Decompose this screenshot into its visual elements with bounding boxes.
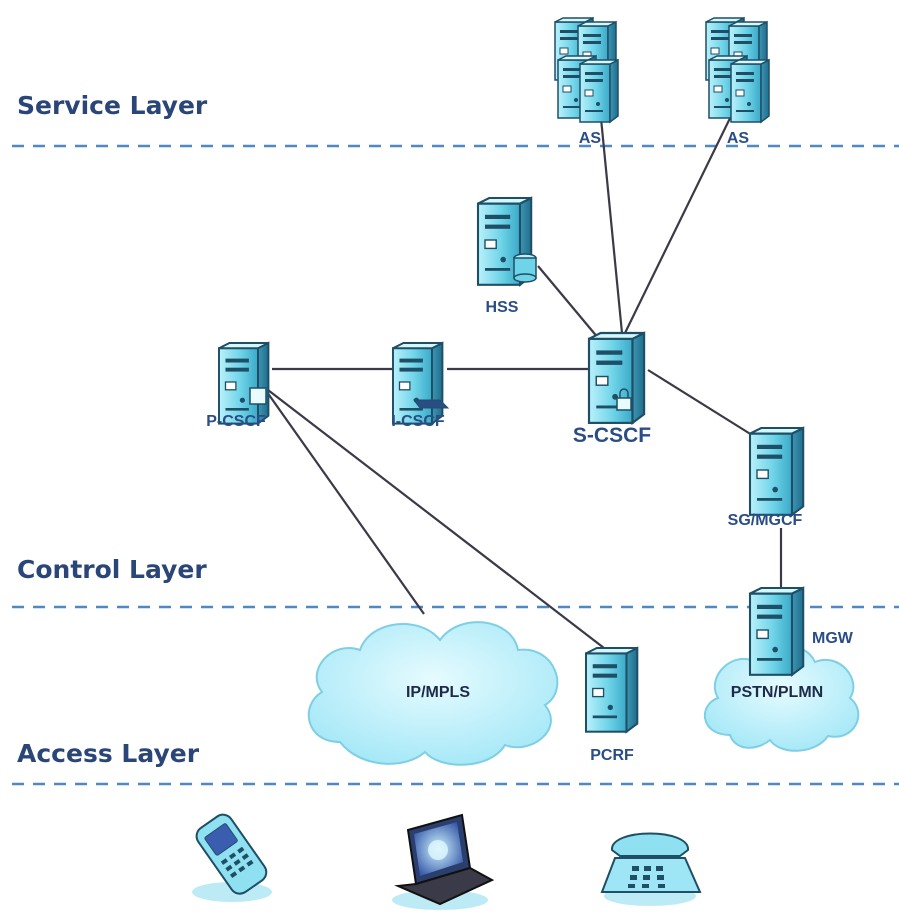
link-hss-scscf	[537, 265, 605, 346]
hss-label: HSS	[486, 299, 519, 316]
desk-telephone-icon	[600, 832, 702, 906]
link-scscf-sgmgcf	[647, 369, 761, 441]
service-layer-label: Service Layer	[17, 91, 208, 120]
server-icon	[218, 342, 270, 425]
laptop-icon	[392, 813, 495, 910]
as-server-2: AS	[705, 17, 770, 147]
link-as1-scscf	[598, 107, 624, 334]
hss-server: HSS	[476, 196, 537, 316]
server-icon	[392, 342, 450, 425]
connections	[261, 107, 783, 649]
mobile-phone-icon	[192, 813, 272, 902]
link-as2-scscf	[624, 107, 736, 334]
secure-server-icon	[587, 331, 646, 424]
i-cscf-server: I-CSCF	[391, 342, 450, 430]
s-cscf-label: S-CSCF	[573, 424, 651, 447]
i-cscf-label: I-CSCF	[391, 413, 445, 430]
server-icon	[584, 646, 639, 733]
as-label-2: AS	[727, 130, 750, 147]
sg-mgcf-server: SG/MGCF	[728, 426, 805, 529]
database-server-icon	[476, 196, 537, 286]
mgw-label: MGW	[812, 630, 854, 647]
sg-mgcf-label: SG/MGCF	[728, 512, 803, 529]
server-icon	[748, 426, 805, 516]
mgw-server: MGW	[748, 586, 854, 676]
link-pcscf-pcrf	[267, 389, 605, 649]
as-server-1: AS	[554, 17, 619, 147]
ipmpls-cloud: IP/MPLS	[307, 621, 559, 766]
pcrf-server: PCRF	[584, 646, 639, 764]
pcrf-label: PCRF	[590, 747, 634, 764]
link-pcscf-ipmpls	[261, 384, 425, 615]
ipmpls-label: IP/MPLS	[406, 684, 470, 701]
server-stack-icon	[554, 17, 619, 123]
as-label-1: AS	[579, 130, 602, 147]
s-cscf-server: S-CSCF	[573, 331, 651, 447]
control-layer-label: Control Layer	[17, 555, 207, 584]
access-layer-label: Access Layer	[17, 739, 200, 768]
server-stack-icon	[705, 17, 770, 123]
p-cscf-label: P-CSCF	[206, 413, 266, 430]
server-icon	[748, 586, 805, 676]
pstn-plmn-label: PSTN/PLMN	[731, 684, 823, 701]
pstn-plmn-cloud: PSTN/PLMN	[703, 644, 860, 752]
p-cscf-server: P-CSCF	[206, 342, 270, 430]
